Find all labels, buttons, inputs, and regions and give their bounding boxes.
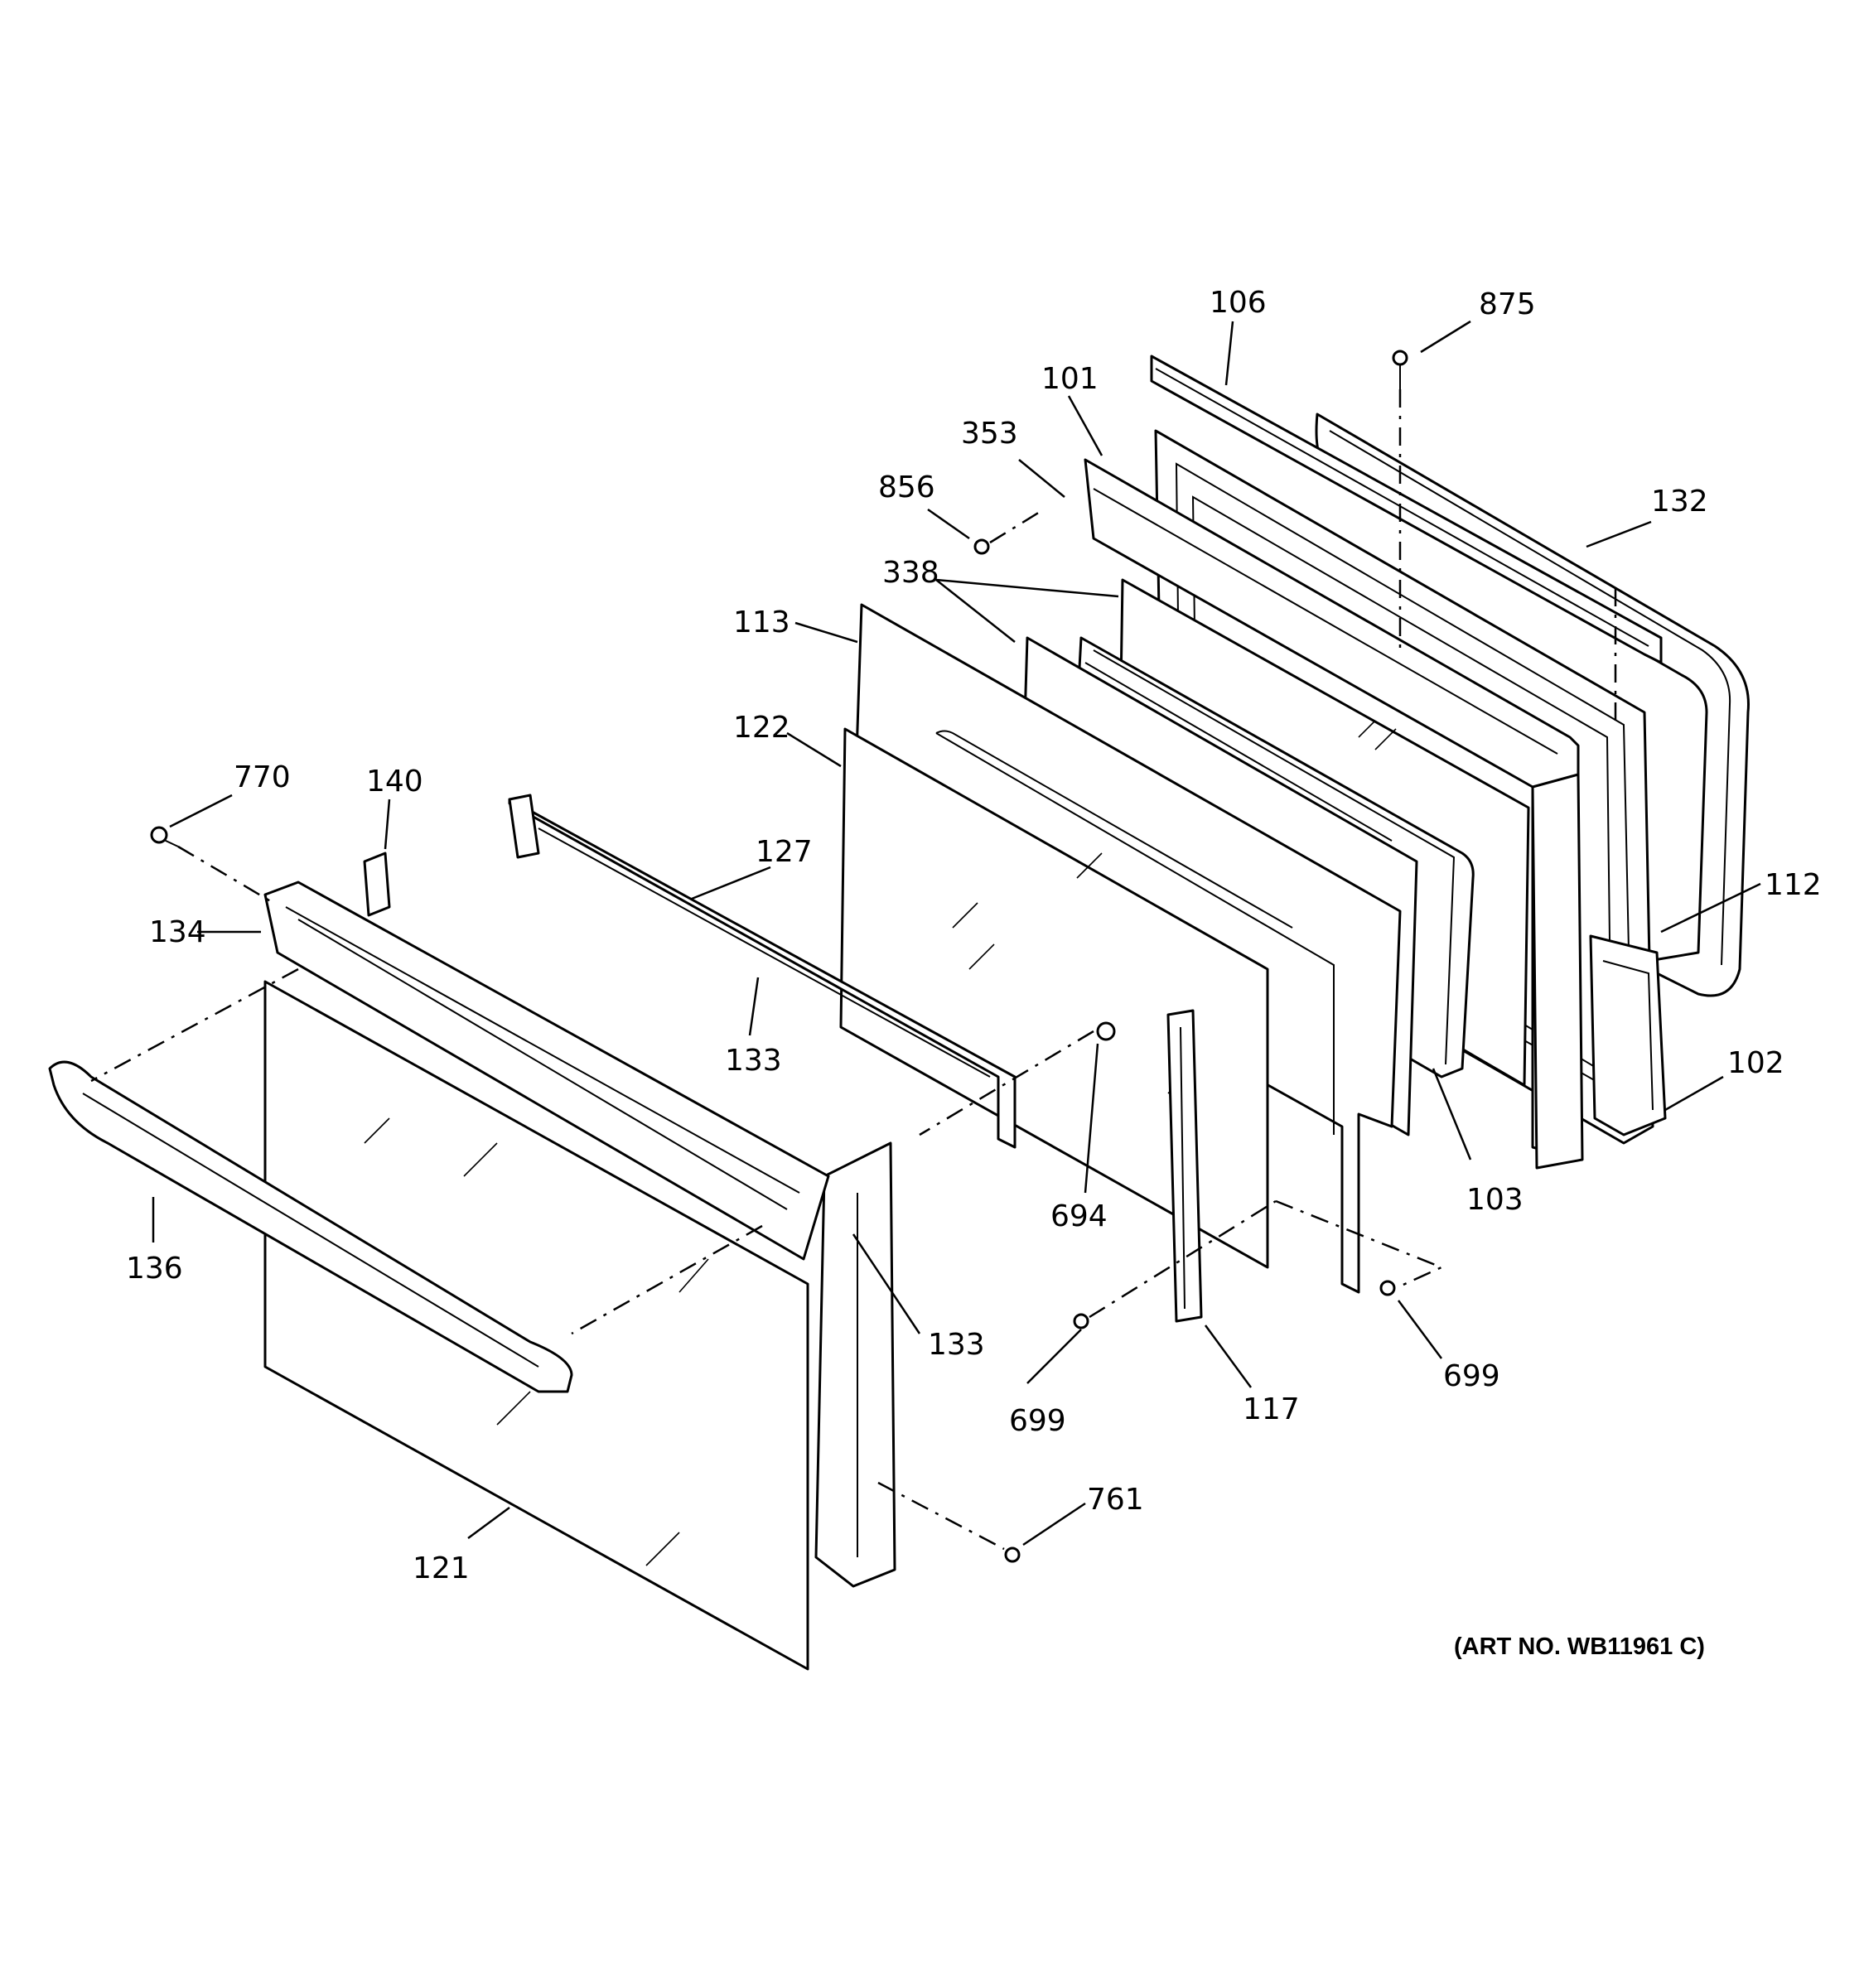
vent-top-127 — [508, 794, 1017, 1149]
screw-770-icon — [150, 826, 179, 847]
door-panel-middle — [935, 730, 1293, 929]
assembly-lines — [90, 389, 1617, 1551]
callout-136: 136 — [126, 1252, 183, 1286]
callout-133-side: 133 — [928, 1328, 985, 1362]
callout-132: 132 — [1651, 485, 1708, 519]
callout-127: 127 — [756, 835, 813, 869]
screw-699-right-icon — [1379, 1280, 1396, 1296]
callout-106: 106 — [1210, 286, 1267, 320]
screw-694-icon — [1096, 1021, 1116, 1041]
callout-103: 103 — [1466, 1183, 1524, 1217]
callout-113: 113 — [733, 606, 790, 639]
callout-338: 338 — [882, 556, 939, 590]
door-handle-136 — [48, 1060, 573, 1393]
callout-140: 140 — [366, 765, 423, 799]
door-frame — [1084, 458, 1584, 1170]
screw-875-icon — [1392, 350, 1408, 389]
callout-117: 117 — [1243, 1392, 1300, 1426]
callout-121: 121 — [413, 1551, 470, 1585]
door-side-trim — [1589, 934, 1667, 1136]
side-bracket-133 — [814, 1141, 896, 1588]
callout-122: 122 — [733, 711, 790, 745]
callout-875: 875 — [1479, 287, 1536, 321]
screw-761-icon — [1004, 1546, 1021, 1563]
screw-699-left-icon — [1073, 1313, 1089, 1329]
hinge-channel-117 — [1166, 1009, 1203, 1323]
screw-856-icon — [973, 538, 990, 555]
inner-glass-122 — [839, 727, 1269, 1269]
art-number: (ART NO. WB11961 C) — [1454, 1633, 1705, 1660]
callout-856: 856 — [878, 470, 935, 504]
callout-699-right: 699 — [1443, 1359, 1500, 1393]
leader-lines — [152, 320, 1761, 1546]
callout-labels: 106 875 101 353 856 132 338 113 122 770 … — [126, 286, 1822, 1585]
side-bracket-140 — [363, 852, 391, 917]
callout-699-left: 699 — [1009, 1404, 1066, 1438]
door-top-bracket — [1150, 355, 1663, 664]
callout-770: 770 — [234, 760, 291, 794]
callout-102: 102 — [1727, 1046, 1784, 1080]
callout-134: 134 — [149, 915, 206, 949]
callout-133-top: 133 — [725, 1044, 782, 1078]
callout-101: 101 — [1041, 362, 1099, 396]
callout-761: 761 — [1087, 1483, 1144, 1517]
callout-353: 353 — [961, 417, 1018, 451]
outer-door-glass-121 — [263, 980, 809, 1671]
callout-112: 112 — [1765, 868, 1822, 902]
door-top-trim-134 — [263, 881, 830, 1261]
callout-694: 694 — [1050, 1199, 1108, 1233]
